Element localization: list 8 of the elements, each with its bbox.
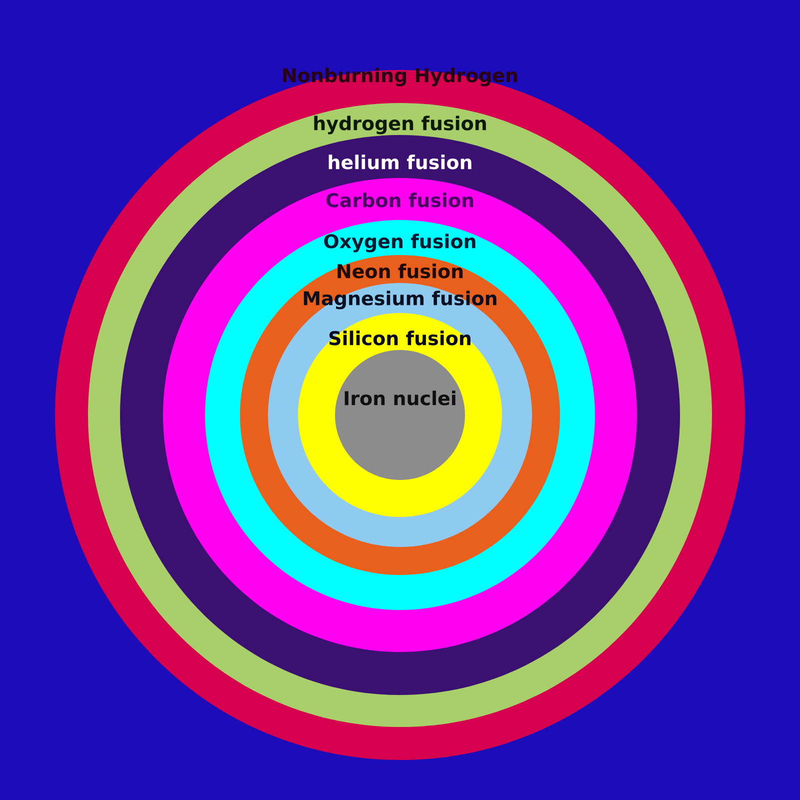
layer-label: Oxygen fusion	[324, 234, 476, 252]
layer-ring	[335, 350, 465, 480]
layer-label: Iron nuclei	[344, 390, 456, 406]
layer-label: hydrogen fusion	[314, 116, 486, 134]
layer-label: Neon fusion	[338, 264, 463, 278]
layer-label: helium fusion	[328, 154, 472, 170]
layer-label: Silicon fusion	[329, 330, 470, 346]
layer-label: Carbon fusion	[326, 192, 474, 208]
